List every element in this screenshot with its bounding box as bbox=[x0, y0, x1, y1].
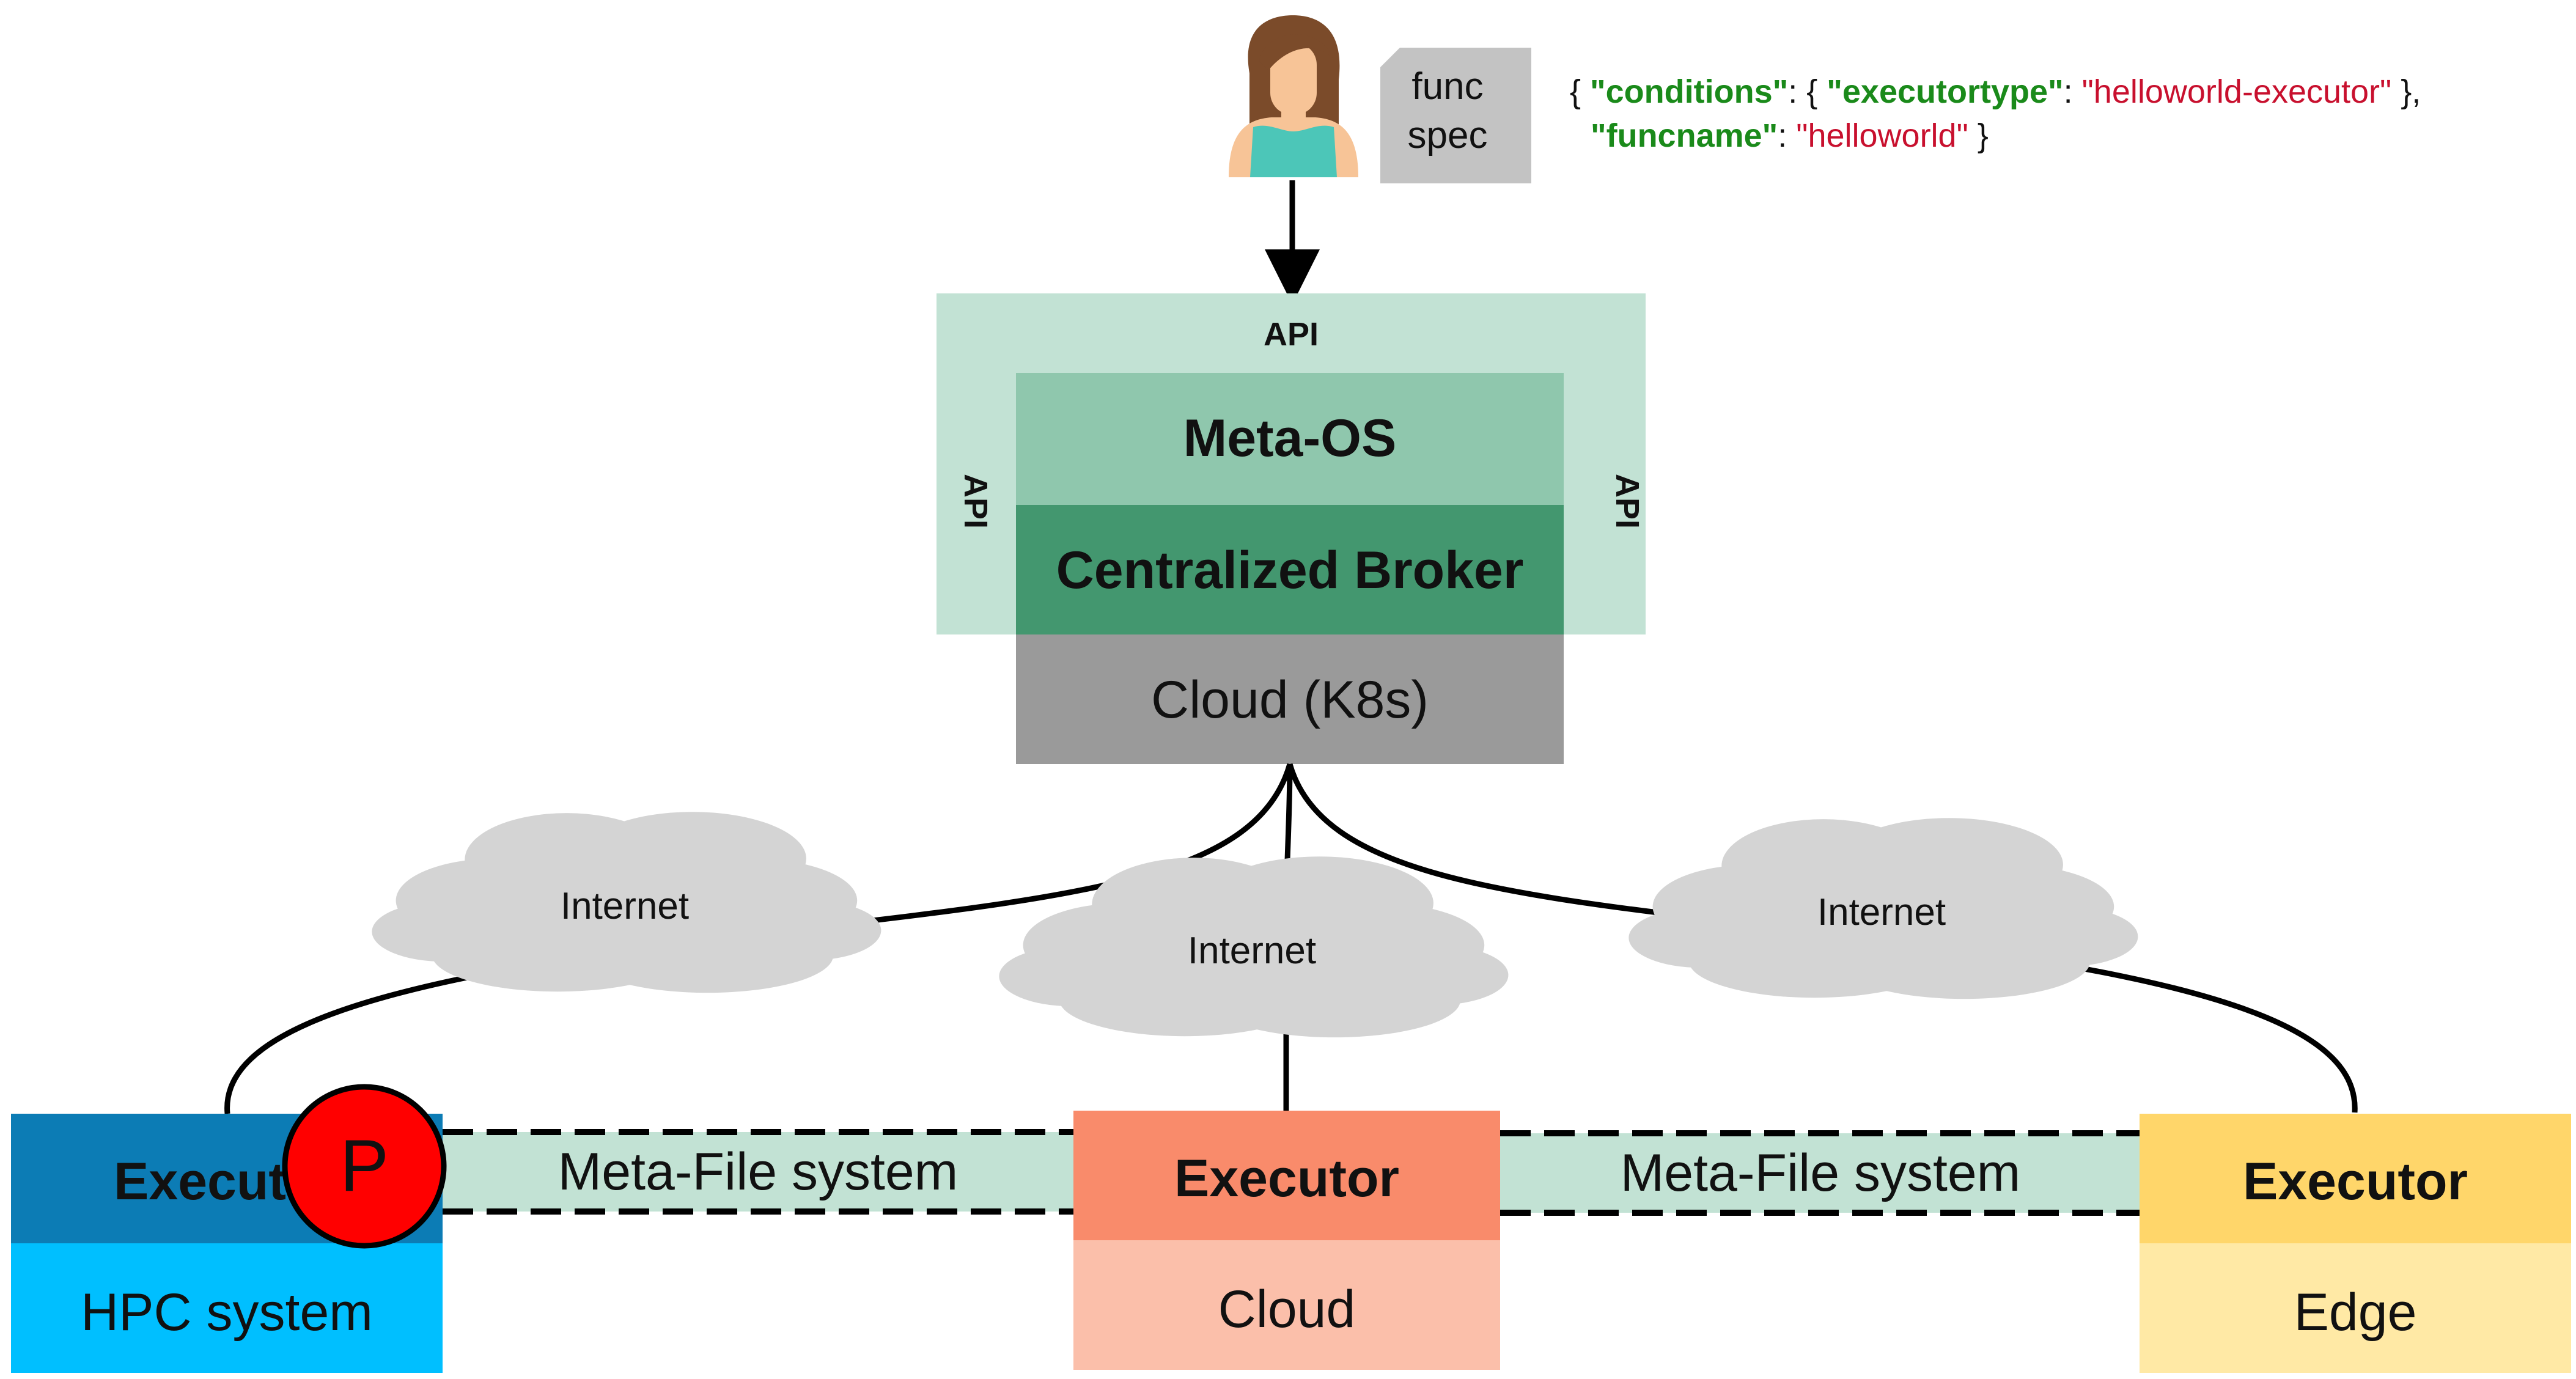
internet-label-left: Internet bbox=[561, 885, 689, 927]
func-spec-line-2: spec bbox=[1408, 114, 1488, 156]
meta-file-system-right: Meta-File system bbox=[1500, 1130, 2140, 1216]
func-spec-file: func spec bbox=[1380, 48, 1531, 183]
pilot-badge: P bbox=[282, 1084, 447, 1249]
api-label-top: API bbox=[1264, 316, 1319, 353]
user-icon bbox=[1229, 15, 1358, 177]
executor-edge: Executor Edge bbox=[2140, 1114, 2571, 1373]
internet-cloud-center: Internet bbox=[999, 856, 1509, 1038]
executor-edge-title: Executor bbox=[2243, 1152, 2468, 1211]
executor-hpc-label: HPC system bbox=[81, 1283, 373, 1342]
executor-edge-body bbox=[2140, 1243, 2571, 1373]
executor-cloud-title: Executor bbox=[1174, 1149, 1399, 1208]
executor-cloud-header bbox=[1073, 1111, 1500, 1240]
centralized-broker-layer bbox=[1016, 505, 1564, 634]
executor-hpc-body bbox=[11, 1243, 443, 1373]
internet-label-right: Internet bbox=[1817, 891, 1946, 933]
pilot-badge-label: P bbox=[340, 1125, 389, 1207]
spec-json-line-2: "funcname": "helloworld" } bbox=[1591, 117, 1989, 154]
func-spec-line-1: func bbox=[1411, 65, 1483, 108]
meta-os-label: Meta-OS bbox=[1183, 409, 1397, 468]
api-label-right: API bbox=[1609, 474, 1646, 529]
executor-edge-label: Edge bbox=[2294, 1283, 2417, 1342]
centralized-broker-label: Centralized Broker bbox=[1056, 541, 1524, 600]
cloud-k8s-label: Cloud (K8s) bbox=[1151, 671, 1429, 729]
meta-os-layer bbox=[1016, 373, 1564, 505]
executor-edge-header bbox=[2140, 1114, 2571, 1243]
api-label-left: API bbox=[957, 474, 994, 529]
meta-file-system-label-left: Meta-File system bbox=[558, 1142, 959, 1201]
internet-cloud-right: Internet bbox=[1628, 818, 2138, 999]
cloud-k8s-layer bbox=[1016, 634, 1564, 764]
spec-json-line-1: { "conditions": { "executortype": "hello… bbox=[1570, 73, 2421, 110]
executor-cloud-body bbox=[1073, 1240, 1500, 1370]
internet-label-center: Internet bbox=[1188, 930, 1316, 972]
executor-cloud-label: Cloud bbox=[1218, 1280, 1356, 1339]
meta-file-system-left: Meta-File system bbox=[443, 1129, 1073, 1215]
executor-hpc-title: Execut bbox=[114, 1152, 286, 1211]
meta-file-system-label-right: Meta-File system bbox=[1621, 1144, 2021, 1202]
executor-cloud: Executor Cloud bbox=[1073, 1111, 1500, 1370]
internet-cloud-left: Internet bbox=[372, 812, 881, 993]
